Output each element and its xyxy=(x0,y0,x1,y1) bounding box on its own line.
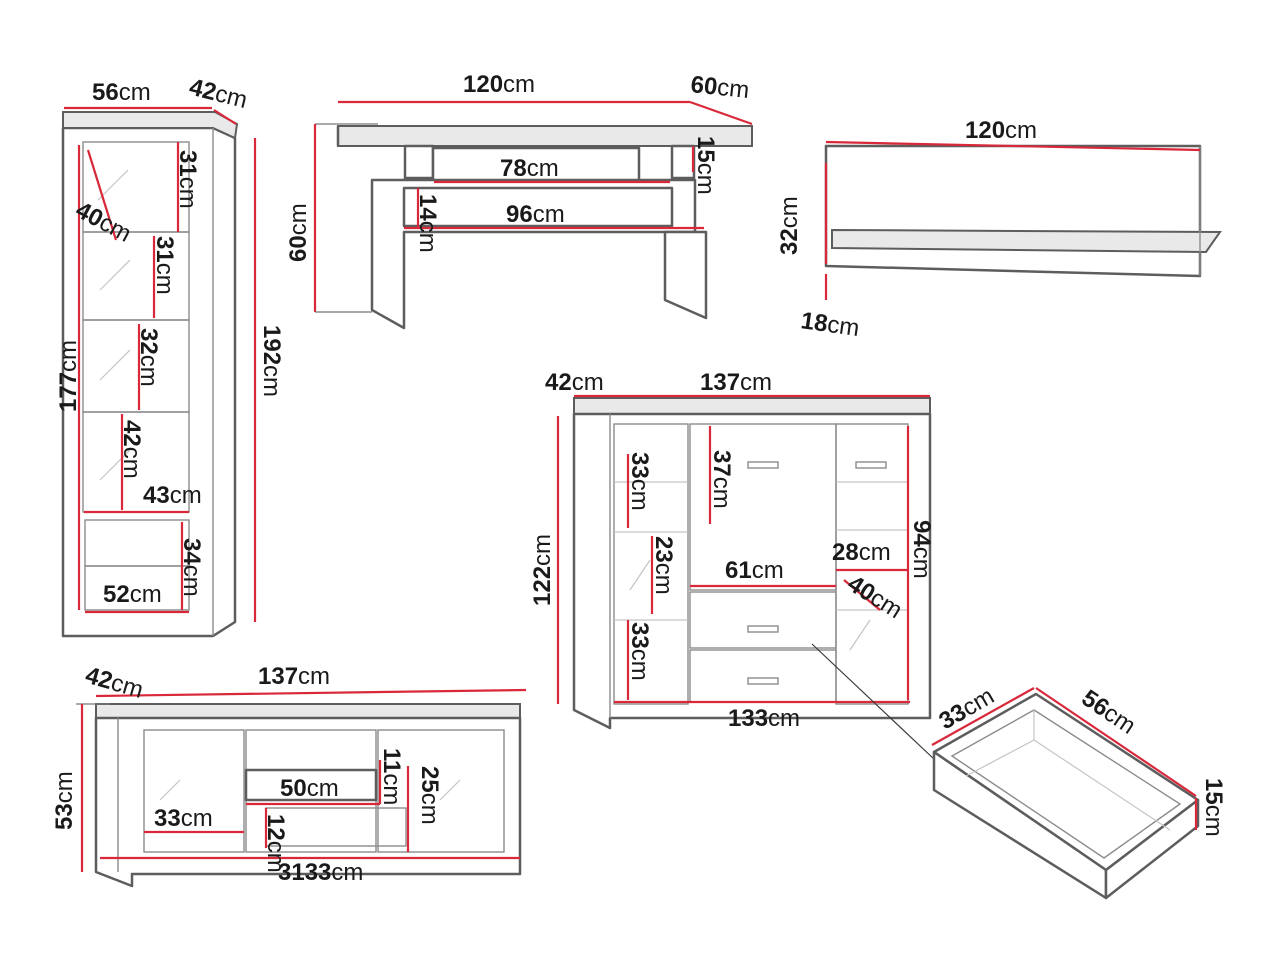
tv-unit xyxy=(94,703,522,888)
label-tv-width: 137cm xyxy=(258,663,330,690)
label-highboard-width: 137cm xyxy=(700,369,772,396)
label-table-shelf-width: 96cm xyxy=(506,201,565,228)
label-highboard-height: 122cm xyxy=(529,534,556,606)
label-tv-right-h: 25cm xyxy=(416,766,443,825)
label-vitrine-shelf-3: 32cm xyxy=(135,328,162,387)
label-vitrine-shelf-1: 31cm xyxy=(174,150,201,209)
console-table xyxy=(336,125,753,330)
label-vitrine-drawer-w: 52cm xyxy=(103,581,162,608)
label-highboard-right-h: 94cm xyxy=(908,520,935,579)
label-vitrine-shelf-2: 31cm xyxy=(151,236,178,295)
label-tv-mid-low-h: 12cm xyxy=(262,814,289,873)
label-table-gap-width: 78cm xyxy=(500,155,559,182)
label-table-gap-h: 15cm xyxy=(692,136,719,195)
label-tv-left-w: 33cm xyxy=(154,805,213,832)
label-highboard-mid-w: 61cm xyxy=(725,557,784,584)
label-drawer-height: 15cm xyxy=(1200,778,1227,837)
label-vitrine-shelf-4: 42cm xyxy=(118,420,145,479)
label-highboard-left-s2: 23cm xyxy=(650,536,677,595)
tv-unit-dimensions xyxy=(76,688,527,872)
label-highboard-right-w: 28cm xyxy=(832,539,891,566)
drawer-detail xyxy=(932,692,1200,900)
console-table-dimensions xyxy=(313,100,753,313)
label-highboard-mid-h: 37cm xyxy=(708,450,735,509)
drawer-dimensions xyxy=(931,687,1198,830)
label-tv-inner-width: 3133cm xyxy=(278,859,363,886)
label-highboard-depth: 42cm xyxy=(545,369,604,396)
label-shelf-width: 120cm xyxy=(965,117,1037,144)
label-table-depth: 60cm xyxy=(689,71,750,104)
label-vitrine-height-inner: 177cm xyxy=(55,340,82,412)
label-highboard-inner-width: 133cm xyxy=(728,705,800,732)
label-highboard-left-s1: 33cm xyxy=(626,452,653,511)
highboard-labels: 42cm 137cm 122cm 133cm 33cm 23cm 33cm 37… xyxy=(529,369,935,732)
label-shelf-depth: 18cm xyxy=(799,307,861,342)
vitrine-cabinet xyxy=(61,111,239,638)
vitrine-dimensions xyxy=(64,106,257,622)
label-table-height: 60cm xyxy=(285,203,312,262)
label-vitrine-drawer-h: 34cm xyxy=(178,538,205,597)
label-shelf-height: 32cm xyxy=(776,196,803,255)
label-tv-height: 53cm xyxy=(51,771,78,830)
highboard xyxy=(572,397,932,730)
label-tv-depth: 42cm xyxy=(82,662,146,704)
label-table-width: 120cm xyxy=(463,71,535,98)
highboard-dimensions xyxy=(556,394,930,704)
console-table-labels: 120cm 60cm 60cm 78cm 15cm 96cm 14cm xyxy=(285,71,751,262)
label-highboard-left-s3: 33cm xyxy=(626,622,653,681)
wall-shelf-dimensions xyxy=(824,140,1201,300)
label-vitrine-height-total: 192cm xyxy=(258,325,285,397)
label-tv-mid-h: 11cm xyxy=(378,748,405,805)
label-vitrine-width: 56cm xyxy=(92,79,151,106)
tv-unit-labels: 42cm 137cm 53cm 3133cm 33cm 50cm 11cm 12… xyxy=(51,662,443,886)
drawer-leader-line xyxy=(811,643,936,761)
wall-shelf-labels: 120cm 32cm 18cm xyxy=(776,117,1037,342)
label-table-shelf-h: 14cm xyxy=(414,194,441,253)
wall-shelf xyxy=(824,144,1222,278)
label-vitrine-inner-width: 43cm xyxy=(143,482,202,509)
label-tv-mid-w: 50cm xyxy=(280,775,339,802)
